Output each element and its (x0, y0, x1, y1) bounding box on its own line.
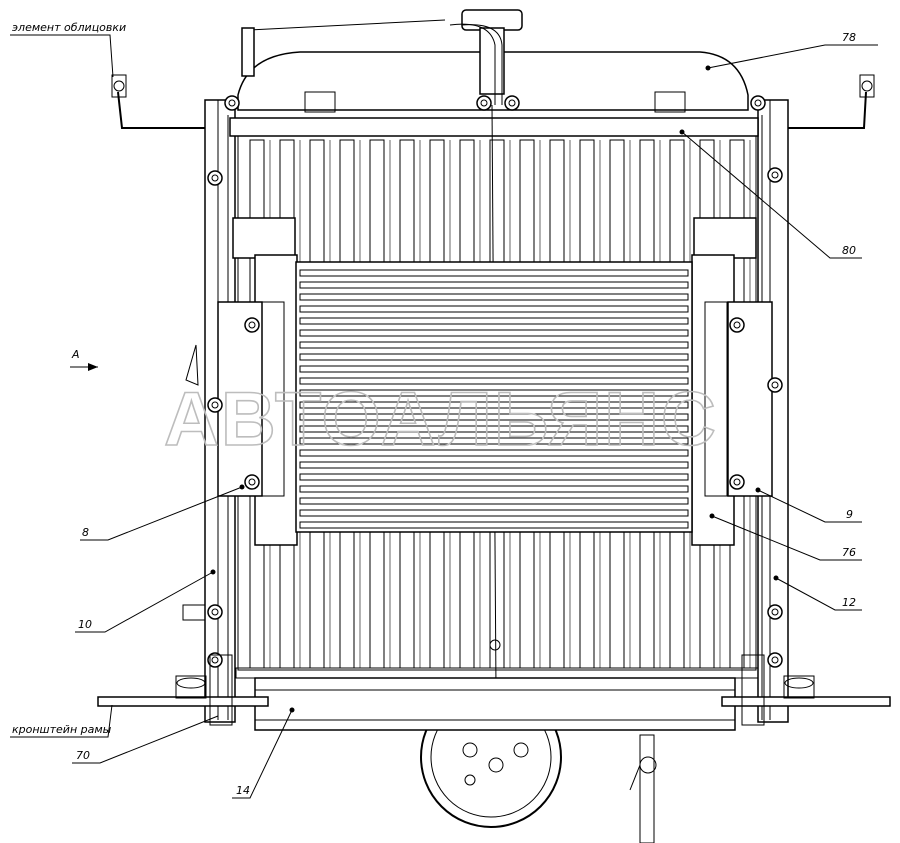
bolt (207, 170, 223, 186)
bolt-head (480, 99, 488, 107)
cooler-tube (299, 509, 689, 517)
label-frame-bracket: кронштейн рамы (12, 723, 112, 736)
mounting-bolts (207, 95, 783, 668)
bolt (504, 95, 520, 111)
left-side-plate (217, 217, 298, 546)
bolt-head (211, 401, 219, 409)
callout-8: 8 (82, 526, 89, 539)
bolt-head (771, 381, 779, 389)
bolt (767, 652, 783, 668)
callout-78: 78 (842, 31, 856, 44)
cooler-tube (299, 317, 689, 325)
bolt (729, 474, 745, 490)
bolt (244, 474, 260, 490)
cooler-tube (299, 341, 689, 349)
callout-70: 70 (76, 749, 90, 762)
cooler-tube (299, 269, 689, 277)
cooler-tube (299, 401, 689, 409)
cooler-tube (299, 293, 689, 301)
cooler-tube (299, 461, 689, 469)
filler-neck (449, 9, 523, 105)
bolt (750, 95, 766, 111)
cooler-tube (299, 305, 689, 313)
bolt-head (211, 656, 219, 664)
bolt (207, 604, 223, 620)
bolt-head (211, 174, 219, 182)
bolt-head (733, 478, 741, 486)
bolt-head (771, 656, 779, 664)
bolt-head (211, 608, 219, 616)
cooler-tube (299, 473, 689, 481)
cooler-tube (299, 485, 689, 493)
cooler-tube (299, 413, 689, 421)
bolt (207, 397, 223, 413)
bolt-head (754, 99, 762, 107)
cooler-tube (299, 377, 689, 385)
view-a-label: А (71, 348, 80, 361)
bolt-head (248, 321, 256, 329)
leaders (10, 34, 878, 799)
cooler-tube (299, 497, 689, 505)
drain-rod (629, 734, 657, 843)
bolt-head (248, 478, 256, 486)
bolt-head (733, 321, 741, 329)
cladding-bracket-right (788, 74, 875, 129)
bolt (207, 652, 223, 668)
frame-bracket-left (97, 654, 269, 726)
bolt-head (771, 171, 779, 179)
callout-12: 12 (842, 596, 856, 609)
callout-76: 76 (842, 546, 856, 559)
bolt-head (508, 99, 516, 107)
bolt (476, 95, 492, 111)
frame-bracket-right (721, 654, 891, 726)
bolt (224, 95, 240, 111)
cooler-tube (299, 389, 689, 397)
cooler-tube (299, 281, 689, 289)
cladding-bracket-left (111, 74, 205, 129)
bolt-head (228, 99, 236, 107)
cooler-tube (299, 449, 689, 457)
callout-14: 14 (236, 784, 250, 797)
bolt (767, 167, 783, 183)
callout-10: 10 (78, 618, 92, 631)
bottom-tank (235, 667, 759, 731)
callout-80: 80 (842, 244, 856, 257)
cooler-tube (299, 437, 689, 445)
bolt (767, 604, 783, 620)
cooler-tube (299, 329, 689, 337)
bolt (767, 377, 783, 393)
bolt (244, 317, 260, 333)
bolt-head (771, 608, 779, 616)
watermark: АВТОАЛЬЯНС (164, 377, 718, 462)
cooler-tube (299, 521, 689, 529)
callout-9: 9 (846, 508, 853, 521)
label-cladding-element: элемент облицовки (12, 21, 126, 34)
view-a-arrow: А (70, 348, 98, 371)
cooler-tube (299, 425, 689, 433)
oil-cooler (295, 261, 693, 533)
cooler-tube (299, 353, 689, 361)
leader-dots (210, 65, 779, 713)
bolt (729, 317, 745, 333)
cooler-tube (299, 365, 689, 373)
